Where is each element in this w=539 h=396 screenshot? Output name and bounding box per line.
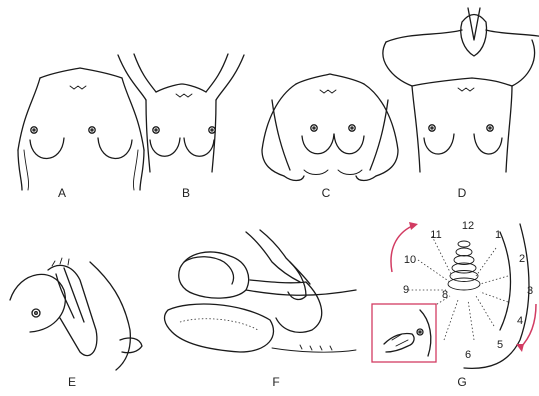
clock-label-4: 4 bbox=[517, 315, 523, 327]
panel-d-label: D bbox=[458, 186, 467, 200]
clock-label-8: 8 bbox=[442, 289, 448, 301]
panel-f-drawing bbox=[165, 230, 356, 352]
panel-e-drawing bbox=[10, 258, 142, 370]
panel-b-label: B bbox=[182, 186, 190, 200]
panel-b-drawing bbox=[118, 54, 244, 172]
panel-f-label: F bbox=[272, 375, 279, 389]
clock-label-5: 5 bbox=[497, 339, 503, 351]
panel-c-drawing bbox=[262, 74, 398, 181]
clock-label-2: 2 bbox=[519, 253, 525, 265]
clock-label-11: 11 bbox=[430, 229, 441, 241]
panel-d-drawing bbox=[383, 8, 539, 172]
clock-label-12: 12 bbox=[462, 220, 474, 232]
panel-a-drawing bbox=[18, 68, 144, 190]
panel-g-drawing bbox=[372, 222, 536, 368]
clock-label-10: 10 bbox=[404, 254, 416, 266]
clock-label-1: 1 bbox=[495, 229, 501, 241]
clock-label-6: 6 bbox=[465, 349, 471, 361]
clock-label-3: 3 bbox=[527, 285, 533, 297]
panel-c-label: C bbox=[322, 186, 331, 200]
panel-g-label: G bbox=[457, 375, 466, 389]
panel-a-label: A bbox=[58, 186, 66, 200]
panel-e-label: E bbox=[68, 375, 76, 389]
clock-label-9: 9 bbox=[403, 284, 409, 296]
